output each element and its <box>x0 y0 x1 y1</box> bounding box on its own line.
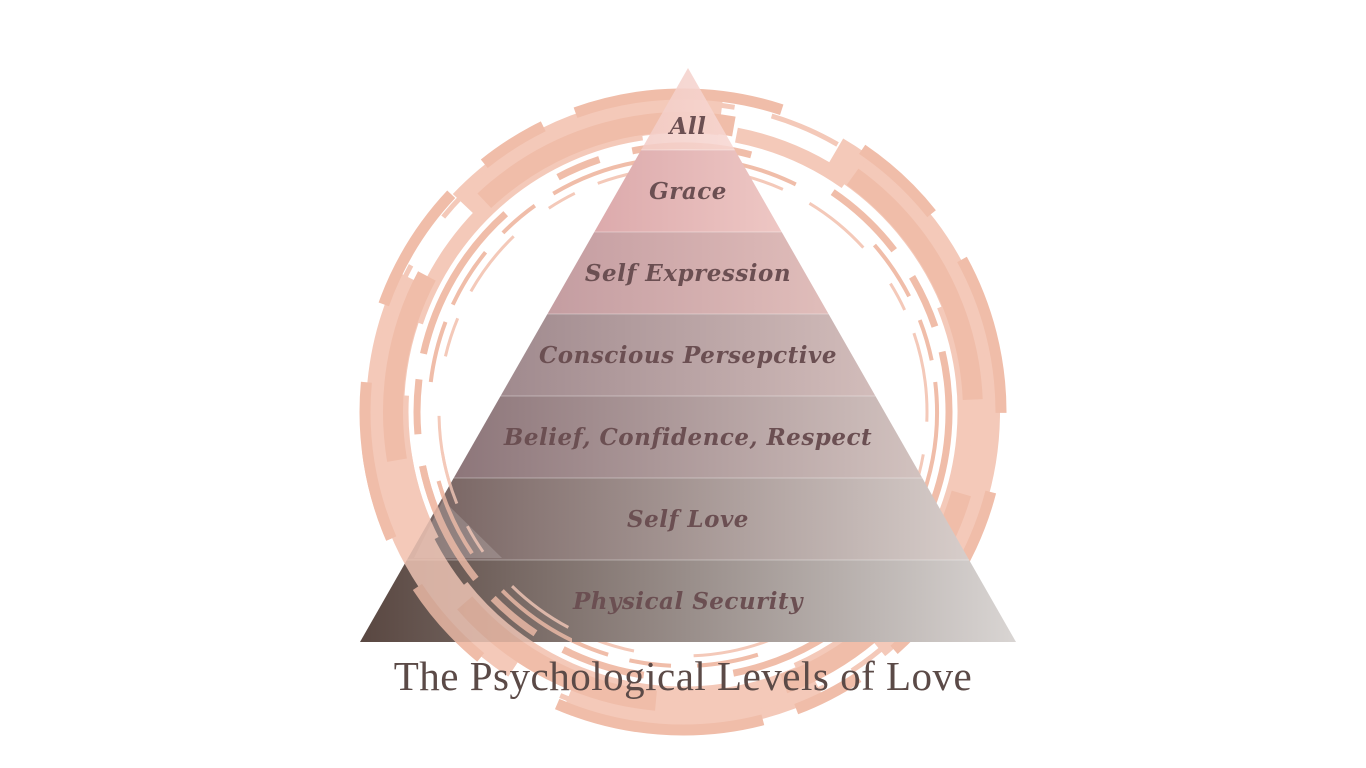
pyramid-level-label: All <box>668 113 707 140</box>
pyramid-level-label: Grace <box>649 178 727 205</box>
brush-ring-stroke <box>359 88 1007 736</box>
brush-ring-stroke <box>427 156 940 669</box>
brush-ring-stroke <box>393 122 973 702</box>
pyramid-level-label: Belief, Confidence, Respect <box>503 424 872 451</box>
pyramid-level-1 <box>641 68 735 150</box>
pyramid-level-6 <box>406 478 970 560</box>
brush-ring-stroke <box>437 166 929 658</box>
pyramid-level-3 <box>547 232 829 314</box>
pyramid-level-label: Self Love <box>627 506 749 533</box>
pyramid-level-label: Physical Security <box>572 588 804 615</box>
pyramid-level-label: Self Expression <box>585 260 791 287</box>
pyramid-level-label: Conscious Persepctive <box>539 342 837 369</box>
pyramid-level-4 <box>500 314 876 396</box>
diagram-title: The Psychological Levels of Love <box>393 653 973 699</box>
pyramid-level-2 <box>594 150 782 232</box>
pyramid-level-5 <box>453 396 923 478</box>
